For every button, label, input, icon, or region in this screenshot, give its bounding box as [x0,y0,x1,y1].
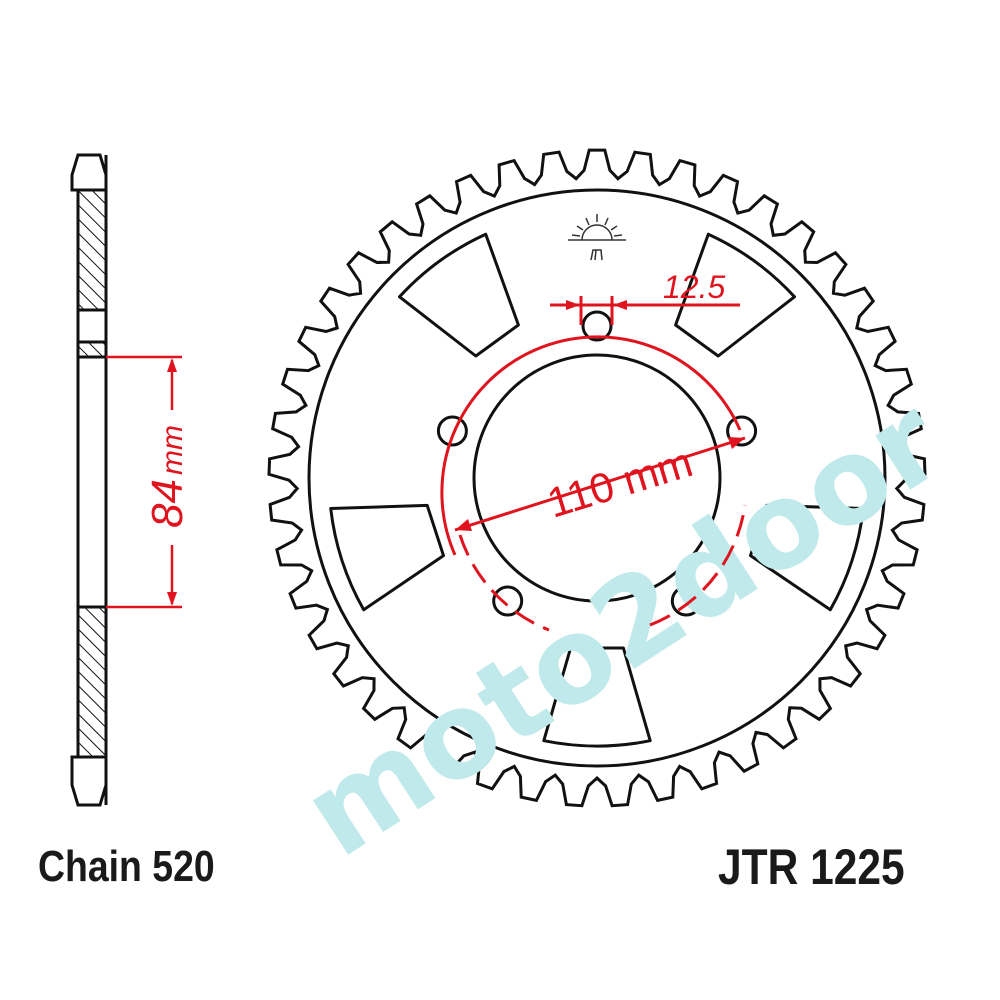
side-profile [70,153,108,807]
lightening-windows [329,232,865,748]
bolt-hole-label: 12.5 [663,269,725,305]
dimension-arrow [728,437,745,449]
lightening-window [749,503,865,612]
bolt-circle-dimension [440,335,747,632]
lightening-window [398,232,520,358]
sun-logo-icon [568,214,626,261]
lightening-window [542,646,652,748]
bolt-hole [436,415,468,447]
bolt-holes [436,310,758,617]
bore-unit: mm [156,425,189,475]
bore-dimension [106,355,182,609]
bore-value: 84 [143,479,192,528]
inner-ring [307,188,887,768]
part-number-label: JTR 1225 [718,839,905,895]
bolt-hole [492,585,524,617]
bolt-hole-dimension [550,296,740,325]
bore-dimension-label: 84mm [143,425,192,528]
dimension-arrow [455,519,472,531]
center-bore [472,353,722,603]
chain-label: Chain 520 [38,842,215,891]
lightening-window [329,503,445,612]
bolt-hole [581,310,613,342]
lightening-window [674,232,796,358]
